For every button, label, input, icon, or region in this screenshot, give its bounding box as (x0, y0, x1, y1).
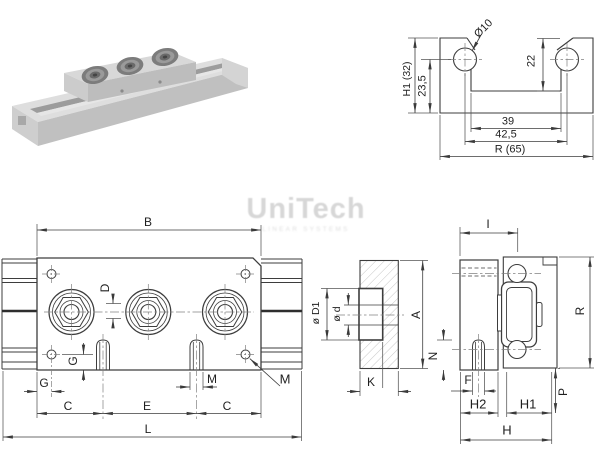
dim-rail-r: R (573, 306, 587, 316)
dim-hole-m: M (279, 371, 291, 387)
dim-offset-p: P (556, 387, 570, 397)
roller-caps (81, 47, 179, 93)
section-view-linework (336, 259, 428, 396)
dim-width-k: K (366, 375, 376, 389)
dim-width-h: H (502, 422, 512, 438)
dim-pitch-c-right: C (222, 399, 232, 413)
dim-nipple-f: F (464, 373, 472, 387)
watermark-brand: UniTech (246, 193, 366, 225)
watermark: UniTech LINEAR SYSTEMS (246, 193, 366, 234)
dim-hole-diameter: Ø10 (472, 17, 496, 41)
side-view-linework (437, 227, 594, 444)
mounting-holes (42, 265, 255, 397)
dim-width-h2: H2 (469, 396, 487, 412)
product-photo (12, 47, 248, 146)
dim-depth-to-channel: 22 (525, 54, 538, 68)
front-view-linework (1, 224, 359, 441)
profile-view-linework (408, 34, 594, 160)
dim-roller-inner-dia: ø d (330, 306, 343, 322)
dim-height-to-center: 23,5 (416, 75, 429, 97)
dim-offset-d: D (98, 283, 112, 293)
dim-rail-width: R (65) (494, 143, 526, 156)
dim-width-h1: H1 (519, 396, 537, 412)
dim-edge-g-vertical: G (66, 356, 80, 366)
dim-height-total: H1 (32) (400, 61, 413, 97)
side-roller-assembly (497, 263, 543, 360)
dim-pitch-c-left: C (63, 399, 73, 413)
dim-hole-spacing: 42,5 (495, 128, 517, 141)
dim-thread-m: M (207, 372, 217, 386)
dim-pitch-e: E (142, 399, 152, 413)
dim-roller-outer-dia: ø D1 (309, 301, 322, 325)
dim-width-b: B (143, 215, 153, 229)
dim-height-a: A (409, 310, 423, 320)
dim-length-l: L (144, 422, 152, 436)
dim-channel-width: 39 (501, 115, 515, 128)
dim-top-i: I (486, 217, 490, 231)
watermark-subtitle: LINEAR SYSTEMS (262, 226, 350, 233)
dim-nipple-n: N (426, 351, 440, 361)
dim-edge-g-horizontal: G (39, 376, 49, 390)
